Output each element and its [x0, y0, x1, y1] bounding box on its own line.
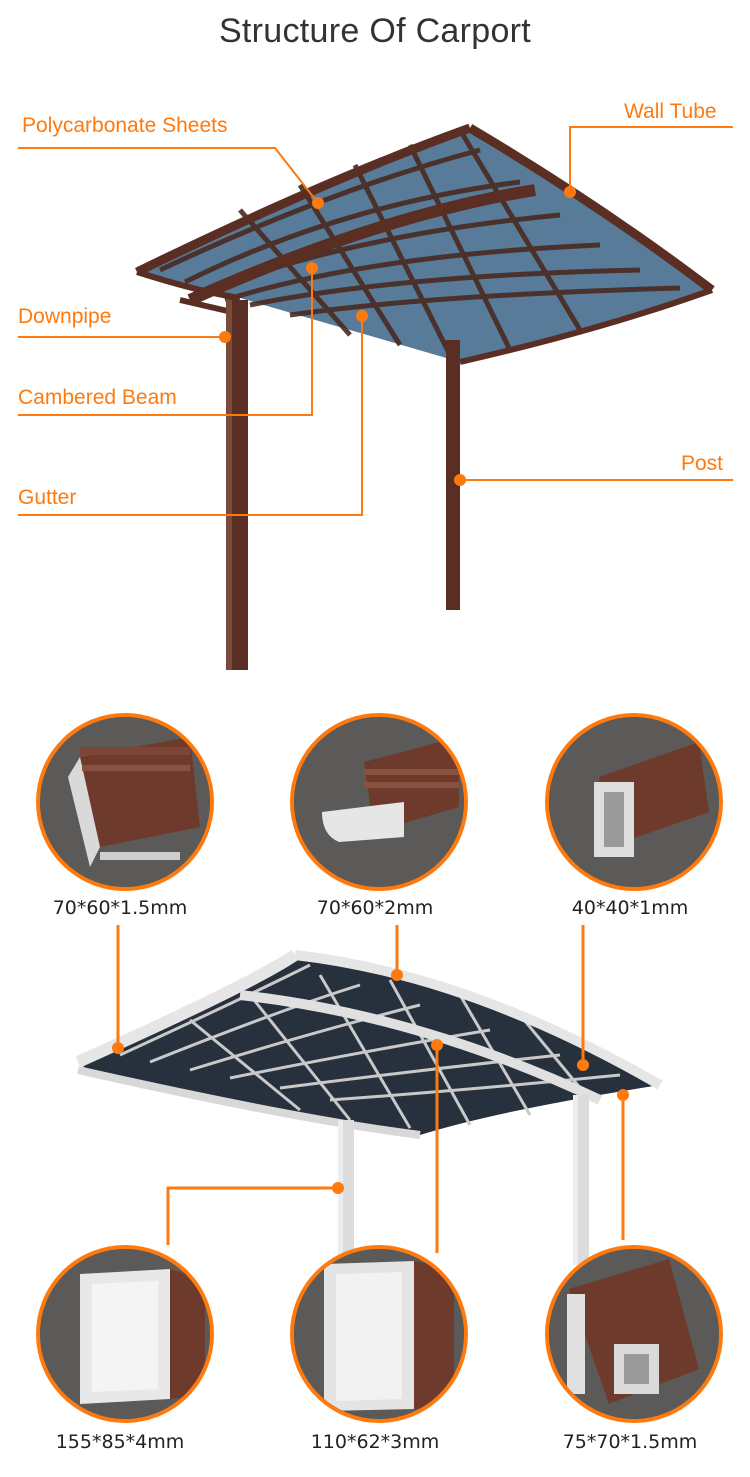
- small-tube-profile-image: [545, 713, 723, 891]
- profile-size-label: 110*62*3mm: [310, 1431, 440, 1453]
- silver-carport: [75, 950, 663, 1265]
- profile-size-label: 70*60*2mm: [316, 897, 434, 919]
- page-title: Structure Of Carport: [218, 12, 532, 50]
- beam-profile-image: [290, 1245, 468, 1423]
- callout-post: Post: [681, 452, 724, 475]
- wall-tube-profile-image: [290, 713, 468, 891]
- callout-cambered-beam: Cambered Beam: [18, 386, 177, 409]
- profile-size-label: 75*70*1.5mm: [562, 1431, 698, 1453]
- brown-carport: [135, 123, 715, 670]
- gutter-profile-image: [36, 713, 214, 891]
- callout-polycarbonate-sheets: Polycarbonate Sheets: [22, 114, 228, 137]
- callout-wall-tube: Wall Tube: [624, 100, 717, 123]
- profile-size-label: 155*85*4mm: [55, 1431, 185, 1453]
- profile-size-label: 70*60*1.5mm: [52, 897, 188, 919]
- callout-downpipe: Downpipe: [18, 305, 112, 328]
- edge-profile-image: [545, 1245, 723, 1423]
- profile-size-label: 40*40*1mm: [571, 897, 689, 919]
- post-profile-image: [36, 1245, 214, 1423]
- callout-gutter: Gutter: [18, 486, 77, 509]
